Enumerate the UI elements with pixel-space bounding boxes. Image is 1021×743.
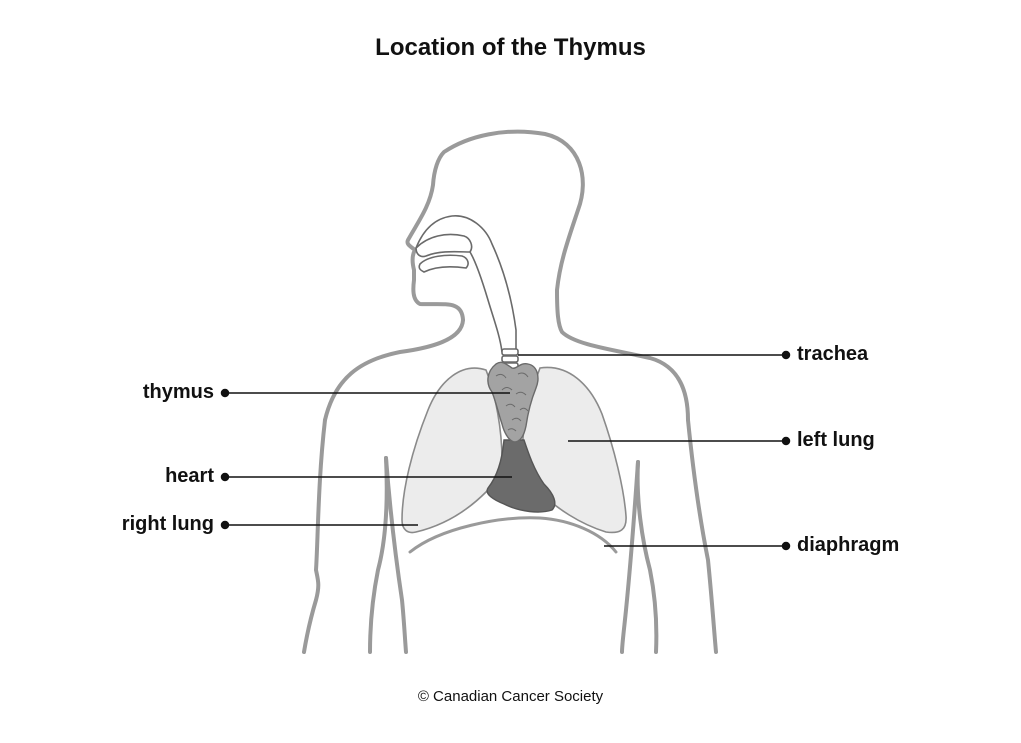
trachea-ring-2 (501, 355, 519, 363)
left-arm-inner (635, 460, 659, 654)
leader-dot-trachea (781, 350, 791, 360)
trachea-ring-1 (501, 348, 519, 356)
heart (486, 439, 556, 513)
thymus-lobule-texture (495, 372, 529, 432)
leader-dot-right-lung (220, 520, 230, 530)
nasal-cavity (415, 233, 473, 258)
label-trachea: trachea (797, 343, 869, 365)
label-thymus: thymus (142, 381, 214, 403)
throat-back (469, 251, 503, 353)
thymus-gland (487, 361, 539, 443)
label-heart: heart (165, 465, 214, 487)
leader-dot-diaphragm (781, 541, 791, 551)
leader-dot-thymus (220, 388, 230, 398)
head-outline (405, 129, 690, 422)
left-torso-side (620, 460, 640, 654)
left-shoulder-outline (323, 318, 465, 422)
diaphragm (408, 516, 618, 554)
label-diaphragm: diaphragm (797, 534, 900, 556)
leader-dot-left-lung (781, 436, 791, 446)
right-arm-inner (368, 456, 389, 654)
right-torso-side (384, 456, 408, 654)
copyright-credit: © Canadian Cancer Society (417, 688, 604, 705)
label-left-lung: left lung (797, 429, 875, 451)
airway (415, 215, 517, 353)
throat-front (415, 215, 517, 352)
leader-lines (220, 350, 791, 551)
right-arm-outer (302, 418, 327, 654)
page-title: Location of the Thymus (375, 34, 646, 61)
thymus (487, 361, 539, 443)
body-outline (302, 129, 718, 654)
left-arm-outer (686, 418, 718, 654)
leader-dot-heart (220, 472, 230, 482)
label-right-lung: right lung (121, 513, 214, 535)
oral-cavity (418, 254, 469, 273)
